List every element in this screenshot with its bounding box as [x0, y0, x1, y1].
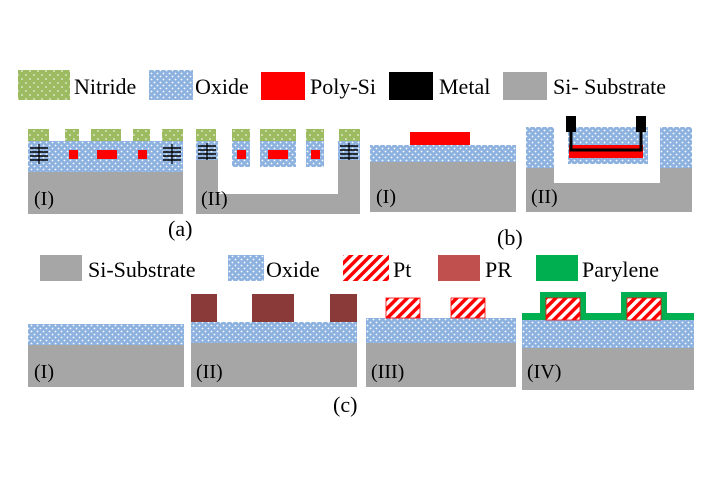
- metal-pad-right: [636, 116, 646, 132]
- substrate-layer: [522, 348, 694, 390]
- oxide-layer: [191, 322, 357, 343]
- oxide-layer: [28, 324, 184, 345]
- panel-a-step-1: (I): [28, 129, 183, 214]
- pt-electrode-left: [545, 297, 581, 321]
- legend-swatch-pt: [343, 255, 389, 281]
- metal-lines-left: [198, 143, 216, 160]
- metal-lines-right: [340, 143, 358, 160]
- panel-label-b: (b): [497, 225, 523, 250]
- panel-c-step-3: (III): [366, 297, 516, 387]
- panel-label-c: (c): [333, 392, 357, 417]
- panel-c-step-1: (I): [28, 324, 184, 387]
- legend-top: Nitride Oxide Poly-Si Metal Si- Substrat…: [18, 70, 666, 100]
- metal-trace: [569, 130, 643, 152]
- substrate-layer: [366, 343, 516, 387]
- legend-swatch-pr: [438, 255, 480, 281]
- substrate-layer: [191, 343, 357, 387]
- legend-label-metal: Metal: [439, 74, 490, 99]
- legend-swatch-nitride: [18, 70, 70, 100]
- legend-swatch-oxide: [228, 255, 264, 281]
- metal-lines-left: [30, 144, 48, 164]
- legend-swatch-substrate: [503, 72, 547, 100]
- legend-label-polysi: Poly-Si: [310, 74, 376, 99]
- pt-electrode-left: [385, 297, 421, 319]
- oxide-right-wall: [660, 127, 692, 168]
- pt-electrode-right: [450, 297, 486, 319]
- polysi-layer: [410, 132, 470, 145]
- legend-label-pr: PR: [485, 257, 512, 282]
- legend-swatch-parylene: [536, 255, 578, 281]
- substrate-layer: [28, 172, 183, 214]
- polysi-electrodes: [237, 150, 320, 159]
- legend-label-parylene: Parylene: [582, 257, 659, 282]
- oxide-left-wall: [526, 127, 554, 168]
- pr-blocks: [191, 294, 357, 322]
- step-label: (I): [376, 186, 396, 208]
- panel-a-step-2: (II): [196, 129, 360, 214]
- step-label: (II): [531, 186, 558, 208]
- panel-label-a: (a): [168, 216, 192, 241]
- legend-swatch-polysi: [261, 72, 305, 100]
- step-label: (III): [371, 361, 404, 383]
- legend-label-substrate: Si- Substrate: [553, 74, 666, 99]
- legend-swatch-oxide: [149, 70, 193, 100]
- legend-label-substrate: Si-Substrate: [88, 257, 196, 282]
- legend-swatch-substrate: [40, 255, 82, 281]
- substrate-layer: [370, 162, 516, 212]
- oxide-layer: [522, 320, 694, 348]
- oxide-layer: [370, 145, 516, 162]
- substrate-with-cavity: [526, 168, 692, 212]
- legend-label-oxide: Oxide: [195, 74, 249, 99]
- metal-lines-right: [163, 144, 181, 164]
- step-label: (I): [34, 361, 54, 383]
- panel-b-step-2: (II): [526, 116, 692, 212]
- step-label: (IV): [527, 361, 561, 383]
- nitride-islands: [28, 129, 183, 141]
- legend-label-nitride: Nitride: [74, 74, 136, 99]
- step-label: (I): [34, 188, 54, 210]
- panel-c-step-4: (IV): [522, 292, 694, 390]
- panel-b-step-1: (I): [370, 132, 516, 212]
- polysi-electrodes: [69, 150, 147, 159]
- legend-label-pt: Pt: [393, 257, 411, 282]
- panel-c-step-2: (II): [191, 294, 357, 387]
- substrate-with-cavity: [196, 160, 360, 214]
- pt-electrode-right: [626, 297, 662, 321]
- legend-label-oxide: Oxide: [266, 257, 320, 282]
- step-label: (II): [196, 361, 223, 383]
- legend-swatch-metal: [389, 72, 433, 100]
- oxide-layer: [366, 318, 516, 343]
- legend-bottom: Si-Substrate Oxide Pt PR Parylene: [40, 255, 659, 282]
- nitride-islands: [196, 129, 360, 141]
- step-label: (II): [201, 188, 228, 210]
- substrate-layer: [28, 345, 184, 387]
- metal-pad-left: [566, 116, 576, 132]
